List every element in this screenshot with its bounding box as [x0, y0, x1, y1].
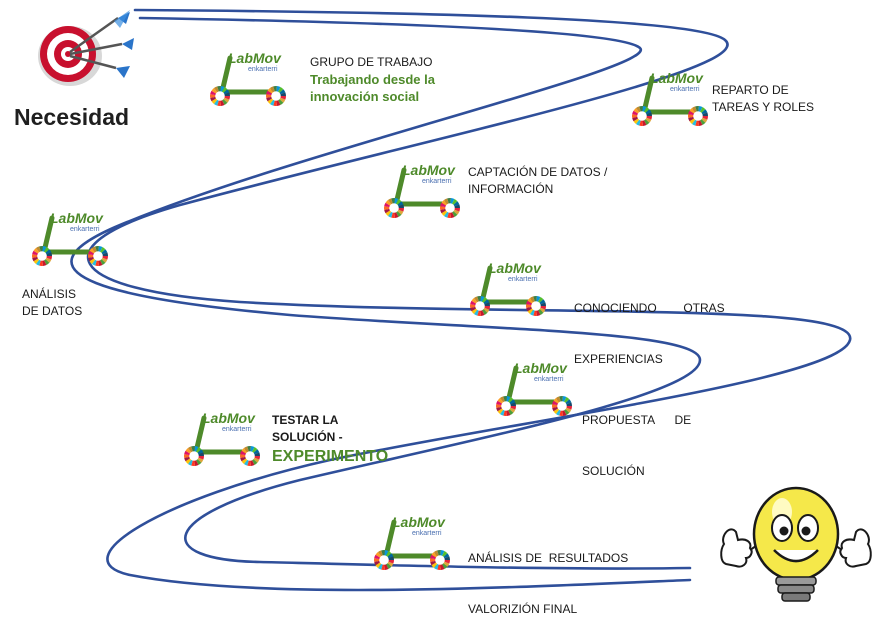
labmov-brand-text: LabMov	[228, 50, 282, 66]
step-conociendo-otras-experiencias: CONOCIENDO OTRAS EXPERIENCIAS	[574, 266, 725, 385]
step-analisis-de-resultados: ANÁLISIS DE RESULTADOS VALORIZIÓN FINAL	[468, 516, 628, 635]
step-captacion-de-datos: CAPTACIÓN DE DATOS / INFORMACIÓN	[468, 164, 607, 198]
step-title-line: DE DATOS	[22, 304, 83, 318]
step-title-line: REPARTO DE	[712, 83, 789, 97]
step-testar-la-solucion: TESTAR LA SOLUCIÓN - EXPERIMENTO	[272, 412, 388, 467]
step-title-line: TESTAR LA	[272, 413, 339, 427]
step-subtitle-line: innovación social	[310, 89, 420, 104]
labmov-brand-text: LabMov	[50, 210, 104, 226]
road-edge-outer	[86, 8, 852, 592]
labmov-brand-text: LabMov	[650, 70, 704, 86]
labmov-brand-text: LabMov	[202, 410, 256, 426]
step-reparto-de-tareas: REPARTO DE TAREAS Y ROLES	[712, 82, 814, 116]
step-grupo-de-trabajo: GRUPO DE TRABAJO Trabajando desde la inn…	[310, 54, 435, 105]
labmov-sub-text: enkarterri	[670, 86, 700, 93]
labmov-brand-text: LabMov	[488, 260, 542, 276]
step-title-line: SOLUCIÓN	[582, 464, 645, 478]
step-title-line: ANÁLISIS DE RESULTADOS	[468, 551, 629, 565]
step-title-line: PROPUESTA DE	[582, 413, 692, 427]
step-subtitle-line: Trabajando desde la	[310, 72, 435, 87]
labmov-sub-text: enkarterri	[422, 178, 452, 185]
step-title-line: CAPTACIÓN DE DATOS /	[468, 165, 608, 179]
labmov-sub-text: enkarterri	[222, 426, 252, 433]
step-title-line: GRUPO DE TRABAJO	[310, 55, 433, 69]
step-title-line: TAREAS Y ROLES	[712, 100, 815, 114]
step-title-line: SOLUCIÓN -	[272, 430, 343, 444]
labmov-brand-text: LabMov	[392, 514, 446, 530]
road-edge-inner	[70, 16, 702, 570]
step-title-line: INFORMACIÓN	[468, 182, 554, 196]
step-propuesta-de-solucion: PROPUESTA DE SOLUCIÓN	[582, 378, 691, 497]
smiling-lightbulb-thumbs-up-icon	[716, 484, 876, 605]
step-title-line: VALORIZIÓN FINAL	[468, 602, 578, 616]
labmov-sub-text: enkarterri	[70, 226, 100, 233]
step-analisis-de-datos: ANÁLISIS DE DATOS	[22, 286, 82, 320]
labmov-sub-text: enkarterri	[412, 530, 442, 537]
labmov-sub-text: enkarterri	[508, 276, 538, 283]
step-title-line: CONOCIENDO OTRAS	[574, 301, 725, 315]
step-highlight: EXPERIMENTO	[272, 448, 389, 465]
labmov-sub-text: enkarterri	[534, 376, 564, 383]
start-label: Necesidad	[14, 104, 130, 130]
labmov-brand-text: LabMov	[402, 162, 456, 178]
labmov-sub-text: enkarterri	[248, 66, 278, 73]
labmov-brand-text: LabMov	[514, 360, 568, 376]
winding-road	[70, 8, 852, 592]
step-title-line: ANÁLISIS	[22, 287, 77, 301]
step-title-line: EXPERIENCIAS	[574, 352, 663, 366]
target-with-darts-icon	[34, 8, 134, 96]
